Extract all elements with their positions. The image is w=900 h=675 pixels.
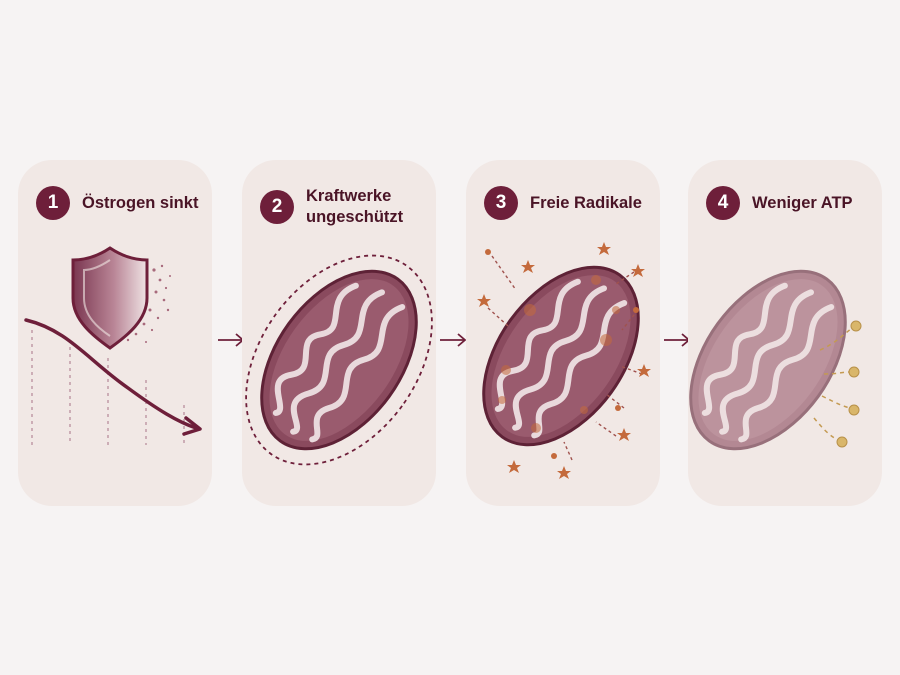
free-radicals-illustration xyxy=(466,160,660,479)
step-4-header: 4 Weniger ATP xyxy=(706,186,853,220)
step-number-badge: 2 xyxy=(260,190,294,224)
step-3-header: 3 Freie Radikale xyxy=(484,186,642,220)
step-number-badge: 4 xyxy=(706,186,740,220)
step-3-panel: 3 Freie Radikale xyxy=(466,160,660,506)
arrow-right-icon xyxy=(440,333,467,347)
radical-arrows xyxy=(487,255,643,461)
estrogen-decline-illustration xyxy=(24,246,202,445)
reduced-atp-illustration xyxy=(688,160,882,506)
step-title: Östrogen sinkt xyxy=(82,193,199,212)
step-title: Kraftwerke ungeschützt xyxy=(306,187,404,226)
step-1-header: 1 Östrogen sinkt xyxy=(36,186,198,220)
particle-dots xyxy=(126,264,171,343)
step-title: Weniger ATP xyxy=(752,193,853,212)
radical-star-icons xyxy=(477,242,651,479)
step-4-panel: 4 Weniger ATP xyxy=(688,160,882,506)
step-number-badge: 1 xyxy=(36,186,70,220)
step-title: Freie Radikale xyxy=(530,193,642,212)
step-number-badge: 3 xyxy=(484,186,518,220)
decline-curve xyxy=(24,318,198,430)
decline-arrowhead xyxy=(182,416,202,436)
step-2-panel: 2 Kraftwerke ungeschützt xyxy=(242,160,436,506)
step-2-header: 2 Kraftwerke ungeschützt xyxy=(260,186,403,228)
unprotected-mitochondrion-illustration xyxy=(242,160,436,506)
shield-icon xyxy=(71,246,149,350)
oxidative-damage xyxy=(498,275,620,433)
mitochondrion-icon xyxy=(466,239,660,474)
atp-molecule-icons xyxy=(836,320,862,448)
mitochondrion-icon xyxy=(242,243,436,478)
atp-paths xyxy=(813,327,853,441)
step-1-panel: 1 Östrogen sinkt xyxy=(18,160,212,506)
faded-mitochondrion-icon xyxy=(688,243,877,478)
dashed-boundary xyxy=(245,254,433,466)
